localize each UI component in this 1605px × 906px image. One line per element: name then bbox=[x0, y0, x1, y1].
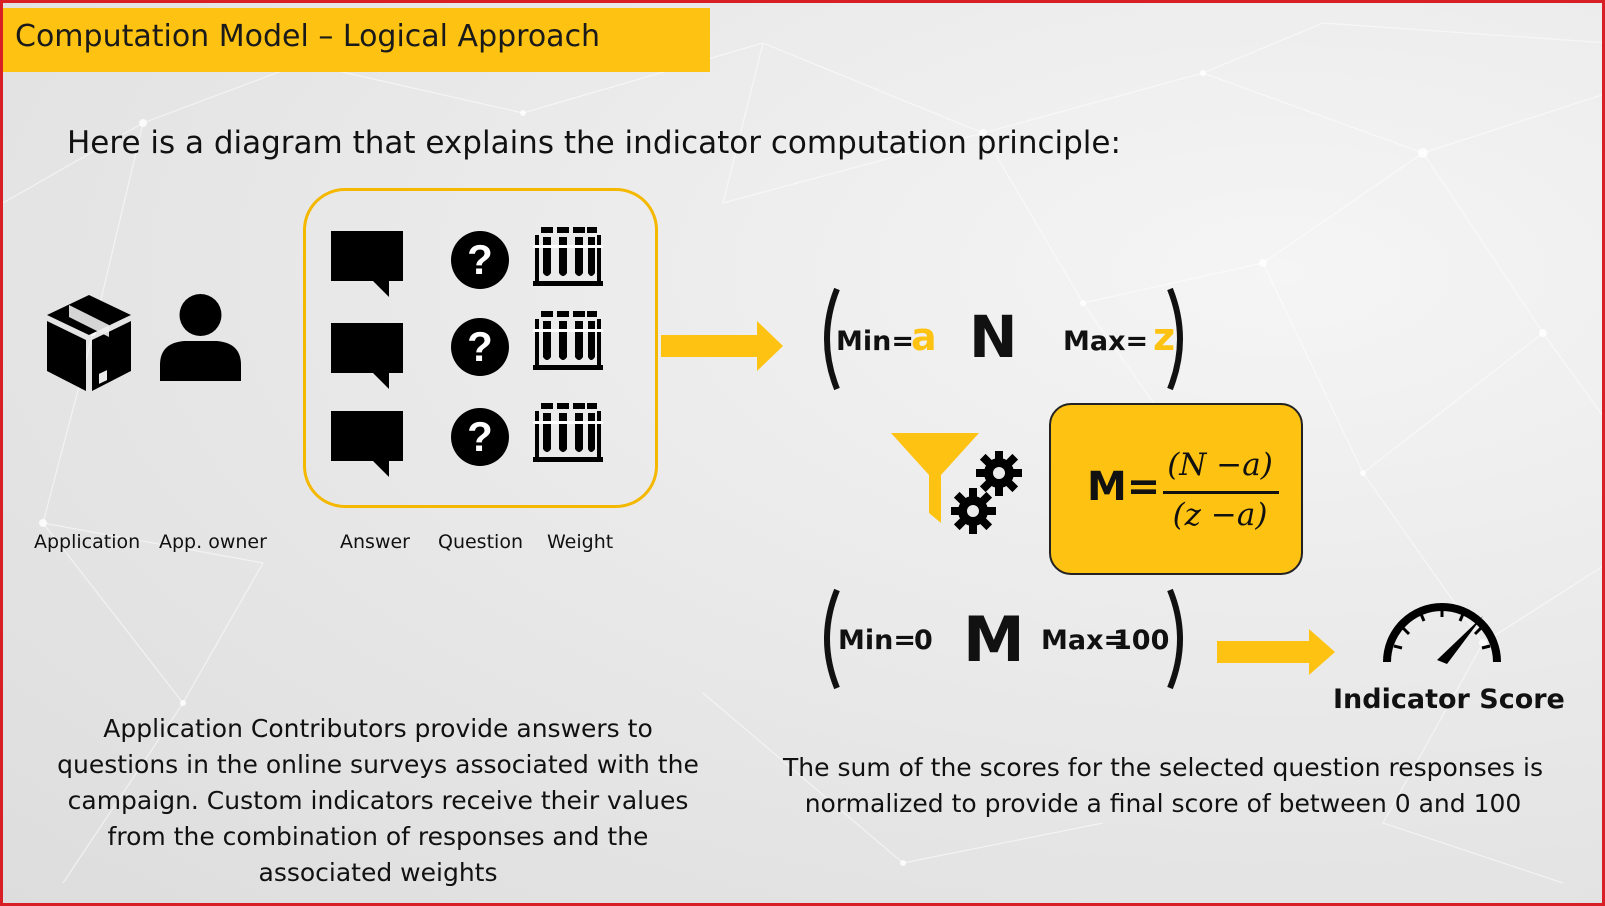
left-description-line: campaign. Custom indicators receive thei… bbox=[67, 786, 689, 815]
label-application: Application bbox=[34, 531, 141, 553]
left-paren bbox=[824, 287, 840, 391]
right-description-line: normalized to provide a final score of b… bbox=[804, 789, 1522, 818]
right-paren bbox=[1167, 287, 1183, 391]
speech-bubble-icon bbox=[331, 323, 403, 389]
question-icon: ? bbox=[451, 231, 509, 289]
left-description-line: associated weights bbox=[258, 858, 498, 887]
right-description-line: The sum of the scores for the selected q… bbox=[783, 753, 1543, 782]
speech-bubble-icon bbox=[331, 231, 403, 297]
indicator-score-label: Indicator Score bbox=[1333, 684, 1565, 715]
normalization-formula-box bbox=[1049, 403, 1303, 575]
left-description-line: questions in the online surveys associat… bbox=[57, 750, 699, 779]
arrow-right-icon bbox=[1217, 629, 1335, 675]
funnel-icon bbox=[891, 433, 979, 523]
input-min-label: Min= bbox=[836, 326, 914, 357]
output-min-label: Min= bbox=[838, 625, 916, 656]
label-question: Question bbox=[438, 531, 523, 553]
question-icon: ? bbox=[451, 408, 509, 466]
survey-group-box bbox=[303, 188, 658, 508]
title-bar bbox=[3, 8, 710, 72]
left-paren bbox=[824, 588, 840, 690]
formula-denominator: (z −a) bbox=[1172, 497, 1268, 533]
right-paren bbox=[1167, 588, 1183, 690]
input-variable: N bbox=[969, 303, 1018, 371]
label-answer: Answer bbox=[340, 531, 410, 553]
page-title: Computation Model – Logical Approach bbox=[15, 19, 601, 54]
output-max-value: 100 bbox=[1113, 625, 1170, 656]
formula-numerator: (N −a) bbox=[1167, 447, 1273, 483]
input-max-label: Max= bbox=[1063, 326, 1149, 357]
speech-bubble-icon bbox=[331, 411, 403, 477]
svg-text:?: ? bbox=[467, 413, 493, 460]
person-icon bbox=[160, 294, 241, 381]
input-max-value: z bbox=[1153, 315, 1176, 359]
output-min-value: 0 bbox=[914, 625, 933, 656]
output-variable: M bbox=[963, 603, 1025, 676]
gears-icon bbox=[951, 451, 1022, 534]
fraction-bar bbox=[1163, 491, 1279, 494]
output-max-label: Max= bbox=[1041, 625, 1127, 656]
test-tubes-icon bbox=[533, 227, 603, 286]
left-description-line: Application Contributors provide answers… bbox=[103, 714, 653, 743]
right-description: The sum of the scores for the selected q… bbox=[773, 750, 1553, 822]
left-description: Application Contributors provide answers… bbox=[33, 711, 723, 891]
arrow-right-icon bbox=[661, 321, 783, 371]
label-weight: Weight bbox=[547, 531, 614, 553]
formula-lhs: M= bbox=[1087, 464, 1161, 510]
test-tubes-icon bbox=[533, 311, 603, 370]
left-description-line: from the combination of responses and th… bbox=[107, 822, 649, 851]
question-icon: ? bbox=[451, 318, 509, 376]
input-min-value: a bbox=[911, 315, 937, 359]
svg-text:?: ? bbox=[467, 323, 493, 370]
box-icon bbox=[47, 295, 131, 391]
gauge-icon bbox=[1383, 603, 1501, 664]
svg-text:?: ? bbox=[467, 236, 493, 283]
test-tubes-icon bbox=[533, 403, 603, 462]
intro-text: Here is a diagram that explains the indi… bbox=[67, 125, 1121, 161]
label-app-owner: App. owner bbox=[159, 531, 267, 553]
network-background bbox=[3, 22, 1602, 884]
